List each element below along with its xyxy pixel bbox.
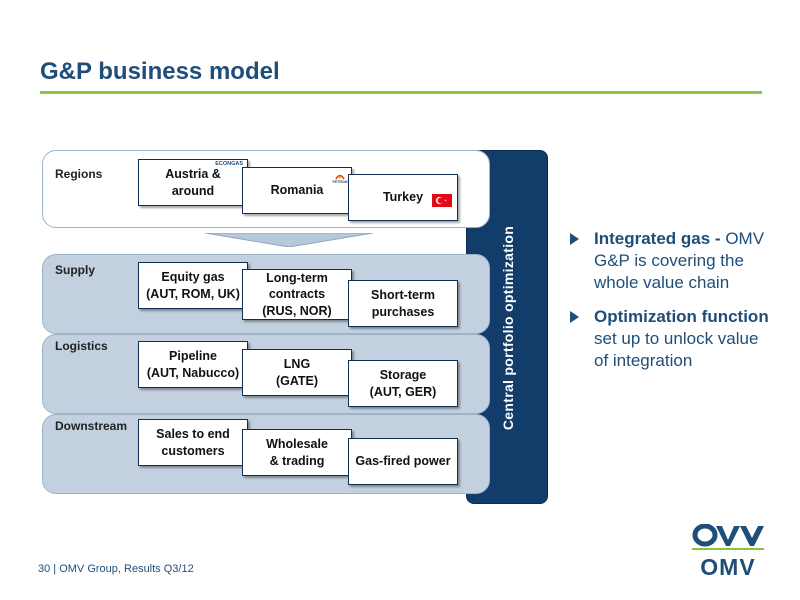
title-underline bbox=[40, 91, 762, 94]
econgas-logo: ECONGAS bbox=[215, 161, 243, 167]
omv-logo: OMV bbox=[692, 523, 764, 580]
downstream-label: Downstream bbox=[55, 419, 128, 433]
bullet-triangle-icon bbox=[570, 311, 579, 324]
omv-logo-text: OMV bbox=[700, 554, 756, 580]
region-turkey: Turkey bbox=[348, 174, 458, 221]
supply-label: Supply bbox=[55, 263, 96, 277]
regions-label: Regions bbox=[55, 167, 103, 181]
bullet-list: Integrated gas - OMV G&P is covering the… bbox=[566, 228, 771, 385]
downstream-gas-fired-power: Gas-fired power bbox=[348, 438, 458, 485]
logistics-storage: Storage (AUT, GER) bbox=[348, 360, 458, 407]
turkey-flag-icon bbox=[432, 178, 452, 212]
downstream-sales-to-end-customers: Sales to end customers bbox=[138, 419, 248, 466]
logistics-label: Logistics bbox=[55, 339, 108, 353]
page-title: G&P business model bbox=[40, 58, 280, 85]
region-austria: Austria & around ECONGAS bbox=[138, 159, 248, 206]
supply-short-term-purchases: Short-term purchases bbox=[348, 280, 458, 327]
region-romania: Romania PETROM bbox=[242, 167, 352, 214]
central-portfolio-label: Central portfolio optimization bbox=[500, 225, 516, 431]
logistics-lng: LNG (GATE) bbox=[242, 349, 352, 396]
down-arrow-icon bbox=[205, 233, 373, 247]
footer-text: 30 | OMV Group, Results Q3/12 bbox=[38, 563, 194, 575]
supply-equity-gas: Equity gas (AUT, ROM, UK) bbox=[138, 262, 248, 309]
bullet-triangle-icon bbox=[570, 233, 579, 245]
omv-logo-mark-icon bbox=[692, 523, 764, 550]
downstream-wholesale-trading: Wholesale & trading bbox=[242, 429, 352, 476]
bullet-item: Integrated gas - OMV G&P is covering the… bbox=[566, 228, 771, 294]
bullet-item: Optimization function set up to unlock v… bbox=[566, 306, 771, 372]
logistics-pipeline: Pipeline (AUT, Nabucco) bbox=[138, 341, 248, 388]
supply-long-term-contracts: Long-term contracts (RUS, NOR) bbox=[242, 269, 352, 320]
petrom-logo-icon: PETROM bbox=[333, 172, 348, 184]
